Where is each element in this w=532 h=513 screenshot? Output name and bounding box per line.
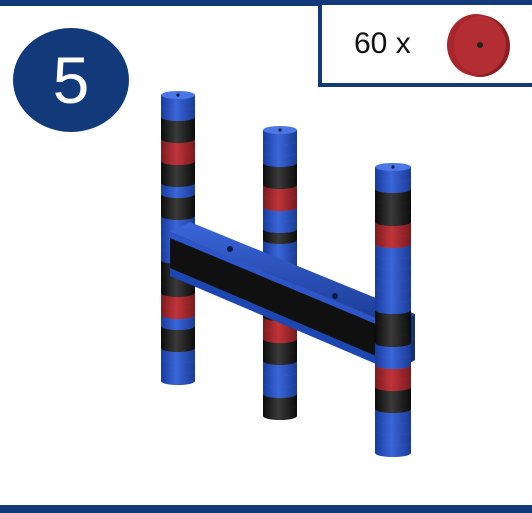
- step-badge: 5: [13, 28, 129, 132]
- top-border: [0, 0, 532, 6]
- three-post-disk-assembly-icon: [161, 91, 415, 457]
- step-number: 5: [52, 43, 90, 117]
- connector-bar: [170, 222, 415, 372]
- right-post: [375, 163, 411, 457]
- red-disk-icon: [447, 14, 510, 77]
- parts-quantity: 60 x: [354, 27, 411, 60]
- bottom-border: [0, 505, 532, 513]
- parts-callout: 60 x: [318, 5, 532, 87]
